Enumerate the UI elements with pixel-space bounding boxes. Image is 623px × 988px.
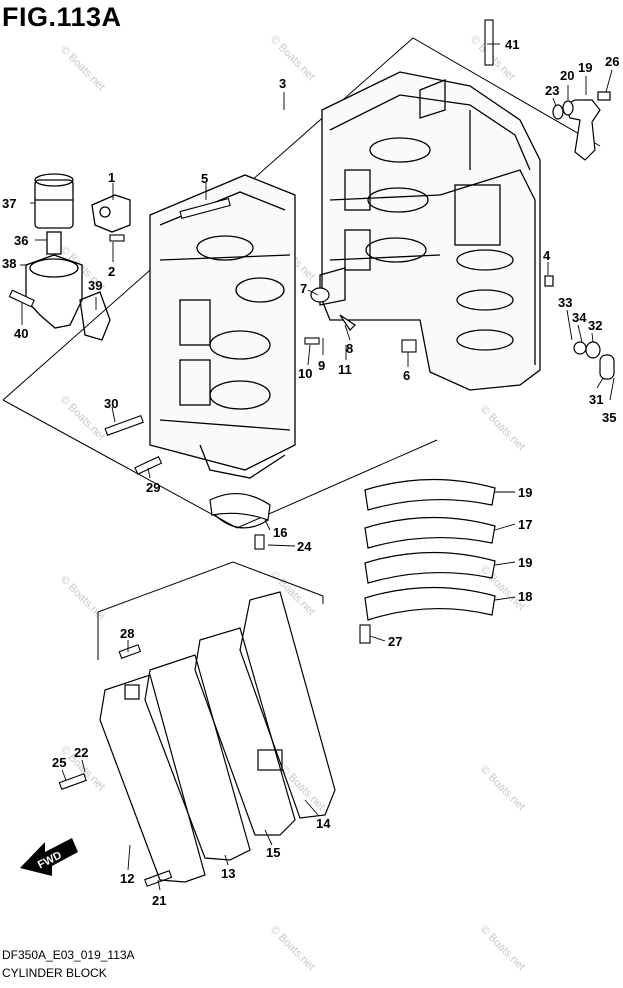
callout-8: 8 bbox=[346, 341, 353, 356]
plate-12 bbox=[99, 674, 206, 883]
diagram-name: CYLINDER BLOCK bbox=[2, 966, 107, 980]
callout-20: 19 bbox=[578, 60, 592, 75]
cylinder-block bbox=[319, 71, 541, 391]
callout-38: 37 bbox=[2, 196, 16, 211]
callout-26: 25 bbox=[52, 755, 66, 770]
exhaust-covers bbox=[99, 591, 336, 883]
callout-15: 15 bbox=[266, 845, 280, 860]
callout-13: 13 bbox=[221, 866, 235, 881]
callout-6: 6 bbox=[403, 368, 410, 383]
callout-16: 16 bbox=[273, 525, 287, 540]
callout-17: 17 bbox=[518, 517, 532, 532]
diagram-code: DF350A_E03_019_113A bbox=[2, 948, 135, 962]
callout-42: 41 bbox=[505, 37, 519, 52]
callout-28: 27 bbox=[388, 634, 402, 649]
callout-23: 22 bbox=[74, 745, 88, 760]
callout-27: 26 bbox=[605, 54, 619, 69]
callout-labels: 41 3 5 1 2 37 36 38 39 40 7 9 10 8 11 6 … bbox=[2, 37, 619, 908]
watermark: © Boats.net bbox=[268, 34, 317, 83]
oil-filter-housing bbox=[25, 254, 83, 329]
callout-2: 2 bbox=[108, 264, 115, 279]
callout-41: 40 bbox=[14, 326, 28, 341]
callout-19-b: 19 bbox=[518, 555, 532, 570]
watermark: © Boats.net bbox=[58, 394, 107, 443]
bearing-16 bbox=[209, 492, 271, 529]
callout-9: 9 bbox=[318, 358, 325, 373]
callout-11: 11 bbox=[338, 362, 352, 377]
callout-32: 31 bbox=[589, 392, 603, 407]
fwd-arrow: FWD bbox=[20, 838, 78, 876]
callout-4: 4 bbox=[543, 248, 551, 263]
callout-24: 23 bbox=[545, 83, 559, 98]
callout-12: 12 bbox=[120, 871, 134, 886]
bolts bbox=[8, 19, 494, 887]
figure-title: FIG.113A bbox=[2, 2, 122, 32]
callout-25: 24 bbox=[297, 539, 312, 554]
callout-40: 39 bbox=[88, 278, 102, 293]
watermark: © Boats.net bbox=[58, 44, 107, 93]
callout-29: 28 bbox=[120, 626, 134, 641]
oil-filter bbox=[34, 179, 74, 229]
watermark: © Boats.net bbox=[478, 404, 527, 453]
watermark: © Boats.net bbox=[268, 924, 317, 973]
cover-14 bbox=[239, 591, 336, 819]
callout-33: 32 bbox=[588, 318, 602, 333]
gasket-40 bbox=[79, 291, 111, 341]
callout-35: 34 bbox=[572, 310, 587, 325]
callout-36: 35 bbox=[602, 410, 616, 425]
callout-18: 18 bbox=[518, 589, 532, 604]
callout-7: 7 bbox=[300, 281, 307, 296]
union-bolt bbox=[46, 231, 62, 255]
callout-10: 10 bbox=[298, 366, 312, 381]
callout-34: 33 bbox=[558, 295, 572, 310]
callout-37: 36 bbox=[14, 233, 28, 248]
cover-13 bbox=[144, 654, 251, 861]
callout-21: 20 bbox=[560, 68, 574, 83]
watermark: © Boats.net bbox=[478, 924, 527, 973]
watermark: © Boats.net bbox=[58, 574, 107, 623]
leader-lines bbox=[20, 43, 615, 891]
bracket-1 bbox=[91, 194, 131, 233]
callout-14: 14 bbox=[316, 816, 331, 831]
callout-22: 21 bbox=[152, 893, 166, 908]
callout-30: 29 bbox=[146, 480, 160, 495]
cover-15 bbox=[194, 627, 296, 836]
callout-19: 19 bbox=[518, 485, 532, 500]
callout-39: 38 bbox=[2, 256, 16, 271]
watermark: © Boats.net bbox=[278, 764, 327, 813]
callout-31: 30 bbox=[104, 396, 118, 411]
callout-1: 1 bbox=[108, 170, 115, 185]
oil-filter-assembly bbox=[25, 173, 131, 341]
callout-3: 3 bbox=[279, 76, 286, 91]
gaskets-17-19 bbox=[364, 478, 496, 621]
callout-5: 5 bbox=[201, 171, 208, 186]
watermark: © Boats.net bbox=[478, 764, 527, 813]
assembly-outline bbox=[2, 37, 601, 660]
water-fittings bbox=[310, 91, 615, 380]
crankcase bbox=[149, 174, 296, 479]
